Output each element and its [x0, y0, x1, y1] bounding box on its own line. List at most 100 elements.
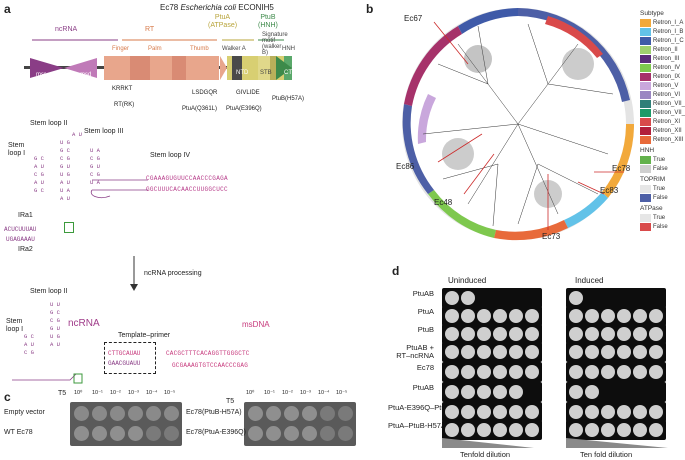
c-spot-0-5	[164, 406, 179, 421]
legend-hnh-title: HNH	[640, 147, 655, 154]
d-spot-i-5-0	[569, 385, 583, 399]
c-spot-1-3	[128, 426, 143, 441]
legend-subtype-swatch-4	[640, 55, 651, 63]
d-spot-u-4-1	[461, 365, 475, 379]
seq-template: CTTGCAUAU	[108, 350, 141, 357]
d-spot-i-3-3	[617, 345, 631, 359]
d-row-label-6: PtuA-E396Q–PtuB	[388, 403, 451, 412]
legend-subtype-label-7: Retron_V	[653, 83, 679, 89]
lower-stems-drawing: U UG CC G G UU GA U G CA UC G	[12, 301, 83, 384]
d-spot-u-5-3	[493, 385, 507, 399]
top-stem-loop-4: Stem loop IV	[150, 152, 191, 159]
d-spot-u-7-0	[445, 423, 459, 437]
svg-text:G U: G U	[60, 163, 70, 170]
box-ira	[64, 222, 74, 233]
svg-text:G C: G C	[34, 155, 45, 162]
domain-cterm: CTD	[284, 70, 297, 76]
legend-subtype-swatch-11	[640, 118, 651, 126]
d-spot-u-2-4	[509, 327, 523, 341]
d-spot-u-6-5	[525, 405, 539, 419]
seg-walkera: Walker A	[222, 46, 246, 52]
c-spot-1-5	[164, 426, 179, 441]
d-spot-u-4-0	[445, 365, 459, 379]
legend-subtype-swatch-1	[640, 28, 651, 36]
d-spot-u-5-0	[445, 385, 459, 399]
title-prefix: Ec78	[160, 3, 179, 12]
svg-text:G U: G U	[90, 163, 100, 170]
d-spot-i-1-4	[633, 309, 647, 323]
c-dilution-4: 10⁻⁴	[318, 390, 330, 396]
d-spot-u-3-4	[509, 345, 523, 359]
d-row-label-2: PtuB	[417, 325, 434, 334]
d-spot-i-4-2	[601, 365, 615, 379]
legend-subtype-label-2: Retron_I_C	[653, 38, 684, 44]
d-spot-i-1-1	[585, 309, 599, 323]
svg-text:U U: U U	[50, 301, 60, 308]
c-spot-0-4	[320, 406, 335, 421]
d-spot-u-6-0	[445, 405, 459, 419]
d-spot-u-5-4	[509, 385, 523, 399]
d-spot-i-7-4	[633, 423, 647, 437]
label-ptua: PtuA (ATPase)	[208, 14, 238, 29]
d-row-label-4: Ec78	[416, 363, 434, 372]
legend-subtype-swatch-13	[640, 136, 651, 144]
mut-ptub: PtuB(H57A)	[272, 96, 305, 102]
d-spot-i-3-2	[601, 345, 615, 359]
d-spot-i-4-1	[585, 365, 599, 379]
d-spot-i-2-1	[585, 327, 599, 341]
legend-hnh-swatch-0	[640, 156, 651, 164]
d-spot-u-7-5	[525, 423, 539, 437]
c-spot-1-4	[320, 426, 335, 441]
c-spot-1-5	[338, 426, 353, 441]
c-row-label-1: WT Ec78	[4, 429, 33, 436]
seq-ira1: ACUCUUUAU	[4, 226, 37, 233]
d-spot-u-7-4	[509, 423, 523, 437]
d-spot-i-1-5	[649, 309, 663, 323]
plate-right	[244, 402, 356, 446]
d-spot-u-1-1	[461, 309, 475, 323]
panel-label-c: c	[4, 390, 11, 404]
legend-atpase-label-0: True	[653, 215, 666, 221]
legend-subtype-swatch-12	[640, 127, 651, 135]
legend-atpase-label-1: False	[653, 224, 668, 230]
legend-subtype-label-5: Retron_IV	[653, 65, 681, 71]
d-spot-i-2-0	[569, 327, 583, 341]
d-spot-u-1-4	[509, 309, 523, 323]
legend-subtype-swatch-3	[640, 46, 651, 54]
legend-subtype-label-10: Retron_VII_2	[653, 110, 685, 116]
d-footer-left: Tenfold dilution	[460, 450, 511, 459]
label-ncrna: ncRNA	[55, 26, 78, 33]
c-spot-1-1	[92, 426, 107, 441]
d-spot-i-6-2	[601, 405, 615, 419]
c-spot-0-0	[74, 406, 89, 421]
legend-subtype-label-1: Retron_I_B	[653, 29, 684, 35]
c-dilution-4: 10⁻⁴	[146, 390, 158, 396]
legend-hnh-label-0: True	[653, 157, 666, 163]
legend-subtype-swatch-6	[640, 73, 651, 81]
svg-text:C G: C G	[90, 171, 100, 178]
mut-lsdgqr: LSDGQR	[192, 90, 218, 96]
seq-template2: GAACGUAUU	[108, 360, 141, 367]
d-spot-i-3-4	[633, 345, 647, 359]
d-spot-i-3-0	[569, 345, 583, 359]
c-spot-0-3	[302, 406, 317, 421]
c-spot-0-2	[284, 406, 299, 421]
d-spot-i-2-4	[633, 327, 647, 341]
d-spot-u-5-1	[461, 385, 475, 399]
c-dilution-5: 10⁻⁵	[336, 390, 348, 396]
d-row-label-0: PtuAB	[412, 289, 434, 298]
d-spot-u-7-2	[477, 423, 491, 437]
svg-text:U A: U A	[90, 147, 101, 154]
legend-subtype-label-12: Retron_XII	[653, 128, 682, 134]
d-header-uninduced: Uninduced	[448, 276, 487, 285]
d-spot-i-3-5	[649, 345, 663, 359]
legend-toprim-swatch-0	[640, 185, 651, 193]
panel-label-a: a	[4, 2, 11, 16]
d-spot-i-1-0	[569, 309, 583, 323]
c-spot-1-4	[146, 426, 161, 441]
c-spot-1-2	[284, 426, 299, 441]
mut-ptua1: PtuA(Q361L)	[182, 106, 218, 112]
d-spot-i-4-5	[649, 365, 663, 379]
d-spot-u-1-5	[525, 309, 539, 323]
